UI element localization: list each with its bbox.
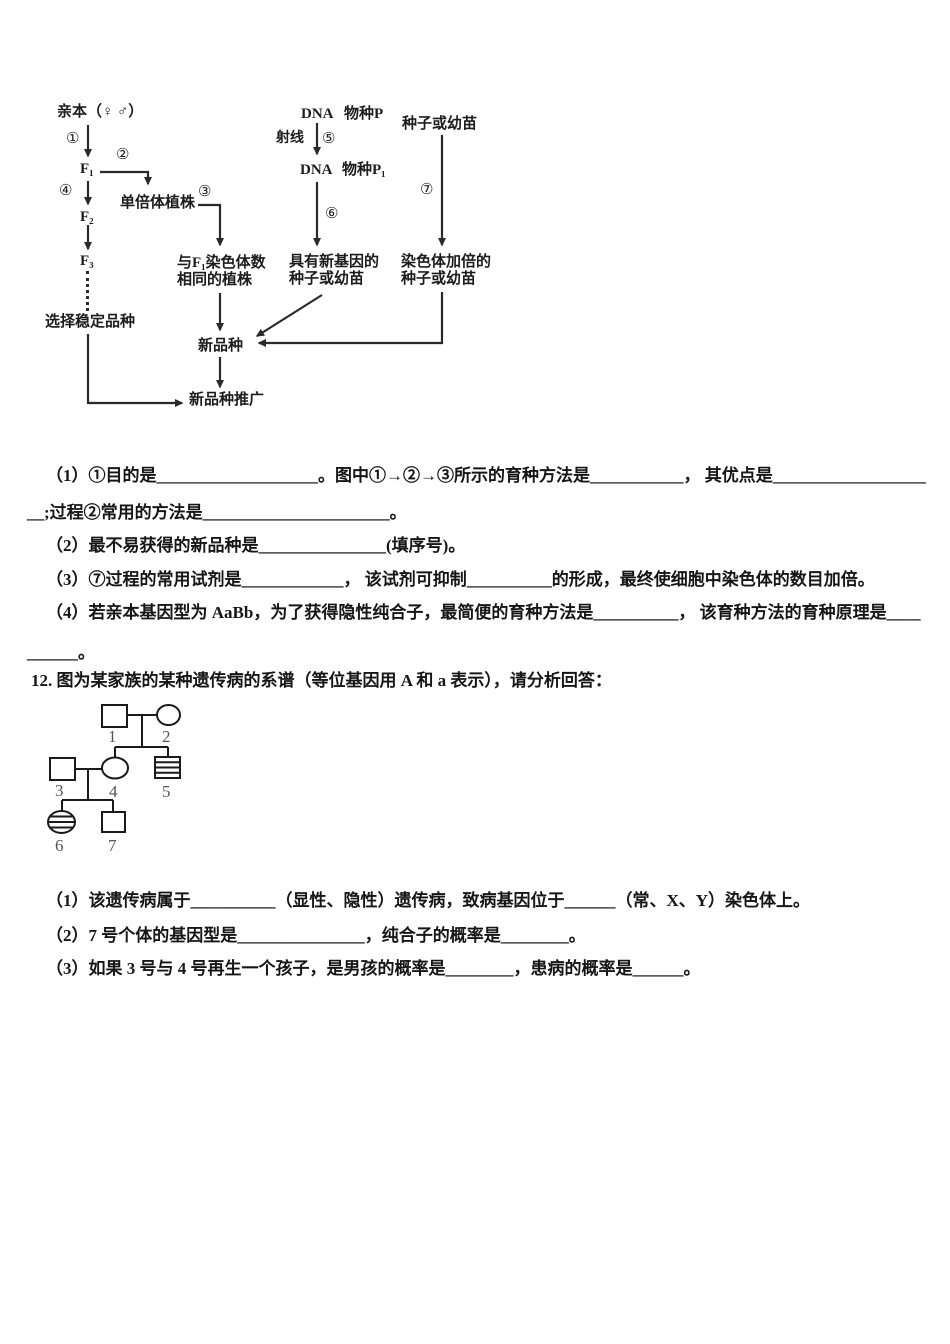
species-p1-label: 物种P₁ (342, 162, 386, 178)
pedigree-label-2: 2 (162, 727, 171, 746)
q11-part1-line1: （1）①目的是___________________。图中①→②→③所示的育种方… (46, 466, 926, 485)
pedigree-chart: 1 2 3 4 5 6 7 (40, 695, 240, 860)
f3-label: F₃ (80, 253, 94, 269)
chromosome-doubled-seeds-label: 染色体加倍的 种子或幼苗 (401, 254, 492, 287)
q12-part2: （2）7 号个体的基因型是_______________，纯合子的概率是____… (46, 926, 586, 945)
step-2-circle: ② (116, 147, 130, 163)
step-5-circle: ⑤ (322, 131, 336, 147)
q11-part3: （3）⑦过程的常用试剂是____________， 该试剂可抑制________… (46, 570, 875, 589)
haploid-label: 单倍体植株 (120, 195, 196, 211)
pedigree-individual-3 (49, 757, 76, 781)
ellipsis-dots (86, 271, 89, 311)
pedigree-label-6: 6 (55, 836, 64, 855)
new-variety-promotion-label: 新品种推广 (189, 392, 265, 408)
q11-part4-line1: （4）若亲本基因型为 AaBb，为了获得隐性纯合子，最简便的育种方法是_____… (46, 603, 921, 622)
parent-label: 亲本（♀ ♂） (57, 104, 144, 120)
q11-part4-line2: ______。 (27, 643, 95, 662)
pedigree-label-5: 5 (162, 782, 171, 801)
pedigree-label-4: 4 (109, 782, 118, 801)
q11-part1-line2: __;过程②常用的方法是______________________。 (27, 503, 407, 522)
f2-label: F₂ (80, 209, 94, 225)
q12-stem: 12. 图为某家族的某种遗传病的系谱（等位基因用 A 和 a 表示），请分析回答… (31, 671, 612, 690)
dna-top-label: DNA (301, 106, 334, 122)
f1-label: F₁ (80, 161, 94, 177)
pedigree-label-7: 7 (108, 836, 117, 855)
same-chromosome-plant-label: 与F₁染色体数 相同的植株 (177, 255, 266, 288)
pedigree-individual-2 (156, 704, 181, 726)
step-3-circle: ③ (198, 184, 212, 200)
q12-part3: （3）如果 3 号与 4 号再生一个孩子，是男孩的概率是________，患病的… (46, 959, 701, 978)
breeding-flowchart: 亲本（♀ ♂） ① F₁ ② ④ F₂ F₃ 单倍体植株 ③ 与F₁染色体数 相… (40, 95, 510, 425)
species-p-label: 物种P (344, 106, 384, 122)
step-1-circle: ① (66, 131, 80, 147)
dna-mid-label: DNA (300, 162, 333, 178)
ray-label: 射线 (276, 131, 304, 146)
step-7-circle: ⑦ (420, 182, 434, 198)
pedigree-individual-1 (101, 704, 128, 728)
q12-part1: （1）该遗传病属于__________（显性、隐性）遗传病，致病基因位于____… (46, 891, 811, 910)
pedigree-individual-7 (101, 811, 126, 833)
step-6-circle: ⑥ (325, 206, 339, 222)
new-variety-label: 新品种 (198, 338, 244, 354)
pedigree-label-3: 3 (55, 781, 64, 800)
select-stable-variety-label: 选择稳定品种 (45, 314, 136, 330)
new-gene-seeds-label: 具有新基因的 种子或幼苗 (289, 254, 380, 287)
flowchart-arrows (84, 123, 446, 407)
pedigree-diagram (47, 704, 181, 834)
seeds-seedlings-label: 种子或幼苗 (402, 116, 478, 132)
step-4-circle: ④ (59, 183, 73, 199)
pedigree-individual-4 (101, 756, 129, 780)
pedigree-label-1: 1 (108, 727, 117, 746)
q11-part2: （2）最不易获得的新品种是_______________(填序号)。 (46, 536, 466, 555)
